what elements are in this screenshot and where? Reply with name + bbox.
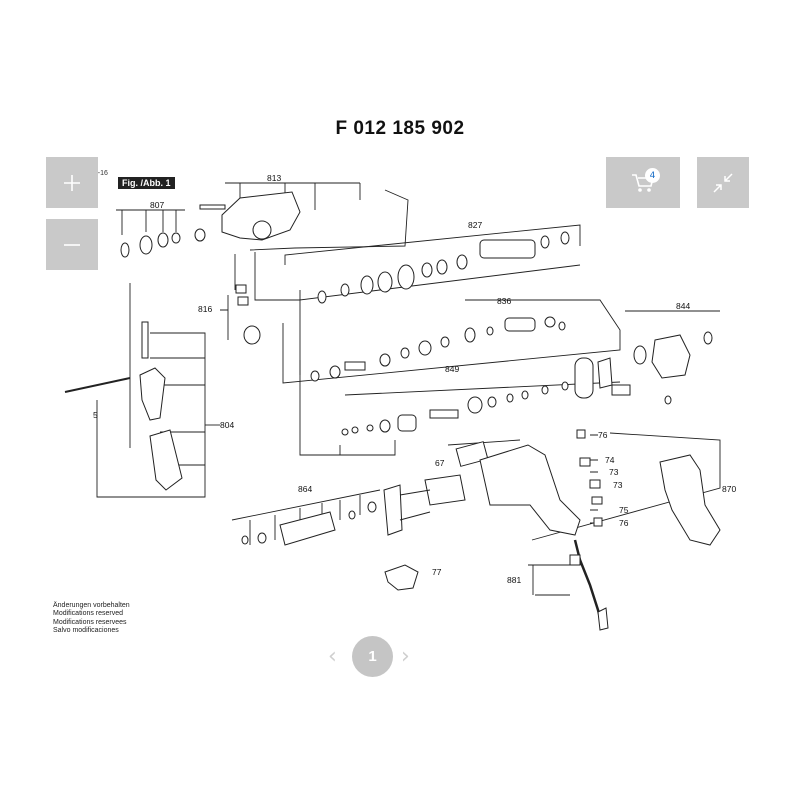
part-label-849: 849 (445, 364, 459, 374)
page-1-button[interactable]: 1 (352, 636, 393, 677)
part-label-870: 870 (722, 484, 736, 494)
chevron-left-icon[interactable]: ‹ (328, 644, 337, 669)
minus-icon (64, 243, 80, 246)
part-label-813: 813 (267, 173, 281, 183)
plus-icon (64, 174, 80, 191)
figure-label: Fig. /Abb. 1 (118, 177, 175, 189)
part-label-836: 836 (497, 296, 511, 306)
part-label-844: 844 (676, 301, 690, 311)
chevron-right-icon[interactable]: › (401, 644, 410, 669)
note-en: Modifications reserved (53, 610, 124, 618)
cart-count-badge: 4 (645, 168, 660, 183)
note-es: Salvo modificaciones (53, 627, 119, 635)
drawing-number-title: F 012 185 902 (335, 118, 465, 139)
part-label-804: 804 (220, 420, 234, 430)
zoom-in-button[interactable] (46, 157, 98, 208)
part-label-77: 77 (432, 567, 442, 577)
part-label-816: 816 (198, 304, 212, 314)
cart-button[interactable]: 4 (606, 157, 680, 208)
collapse-arrows-icon (713, 172, 733, 193)
part-label-807: 807 (150, 200, 164, 210)
note-fr: Modifications reservees (53, 618, 127, 626)
pagination: ‹ 1 › (0, 636, 800, 677)
part-label-73-upper: 73 (609, 467, 619, 477)
note-de: Änderungen vorbehalten (53, 602, 130, 609)
part-label-5: 5 (93, 410, 98, 420)
part-label-76-bottom: 76 (619, 518, 629, 528)
part-label-73-lower: 73 (613, 480, 623, 490)
part-label-74: 74 (605, 455, 615, 465)
collapse-button[interactable] (697, 157, 749, 208)
part-label-827: 827 (468, 220, 482, 230)
part-label-881: 881 (507, 575, 521, 585)
part-label-76-top: 76 (598, 430, 608, 440)
part-label-75: 75 (619, 505, 629, 515)
zoom-out-button[interactable] (46, 219, 98, 270)
part-label-864: 864 (298, 484, 312, 494)
modification-notes: Änderungen vorbehalten Modifications res… (53, 602, 130, 636)
part-label-67: 67 (435, 458, 445, 468)
bracket-804 (96, 332, 206, 498)
